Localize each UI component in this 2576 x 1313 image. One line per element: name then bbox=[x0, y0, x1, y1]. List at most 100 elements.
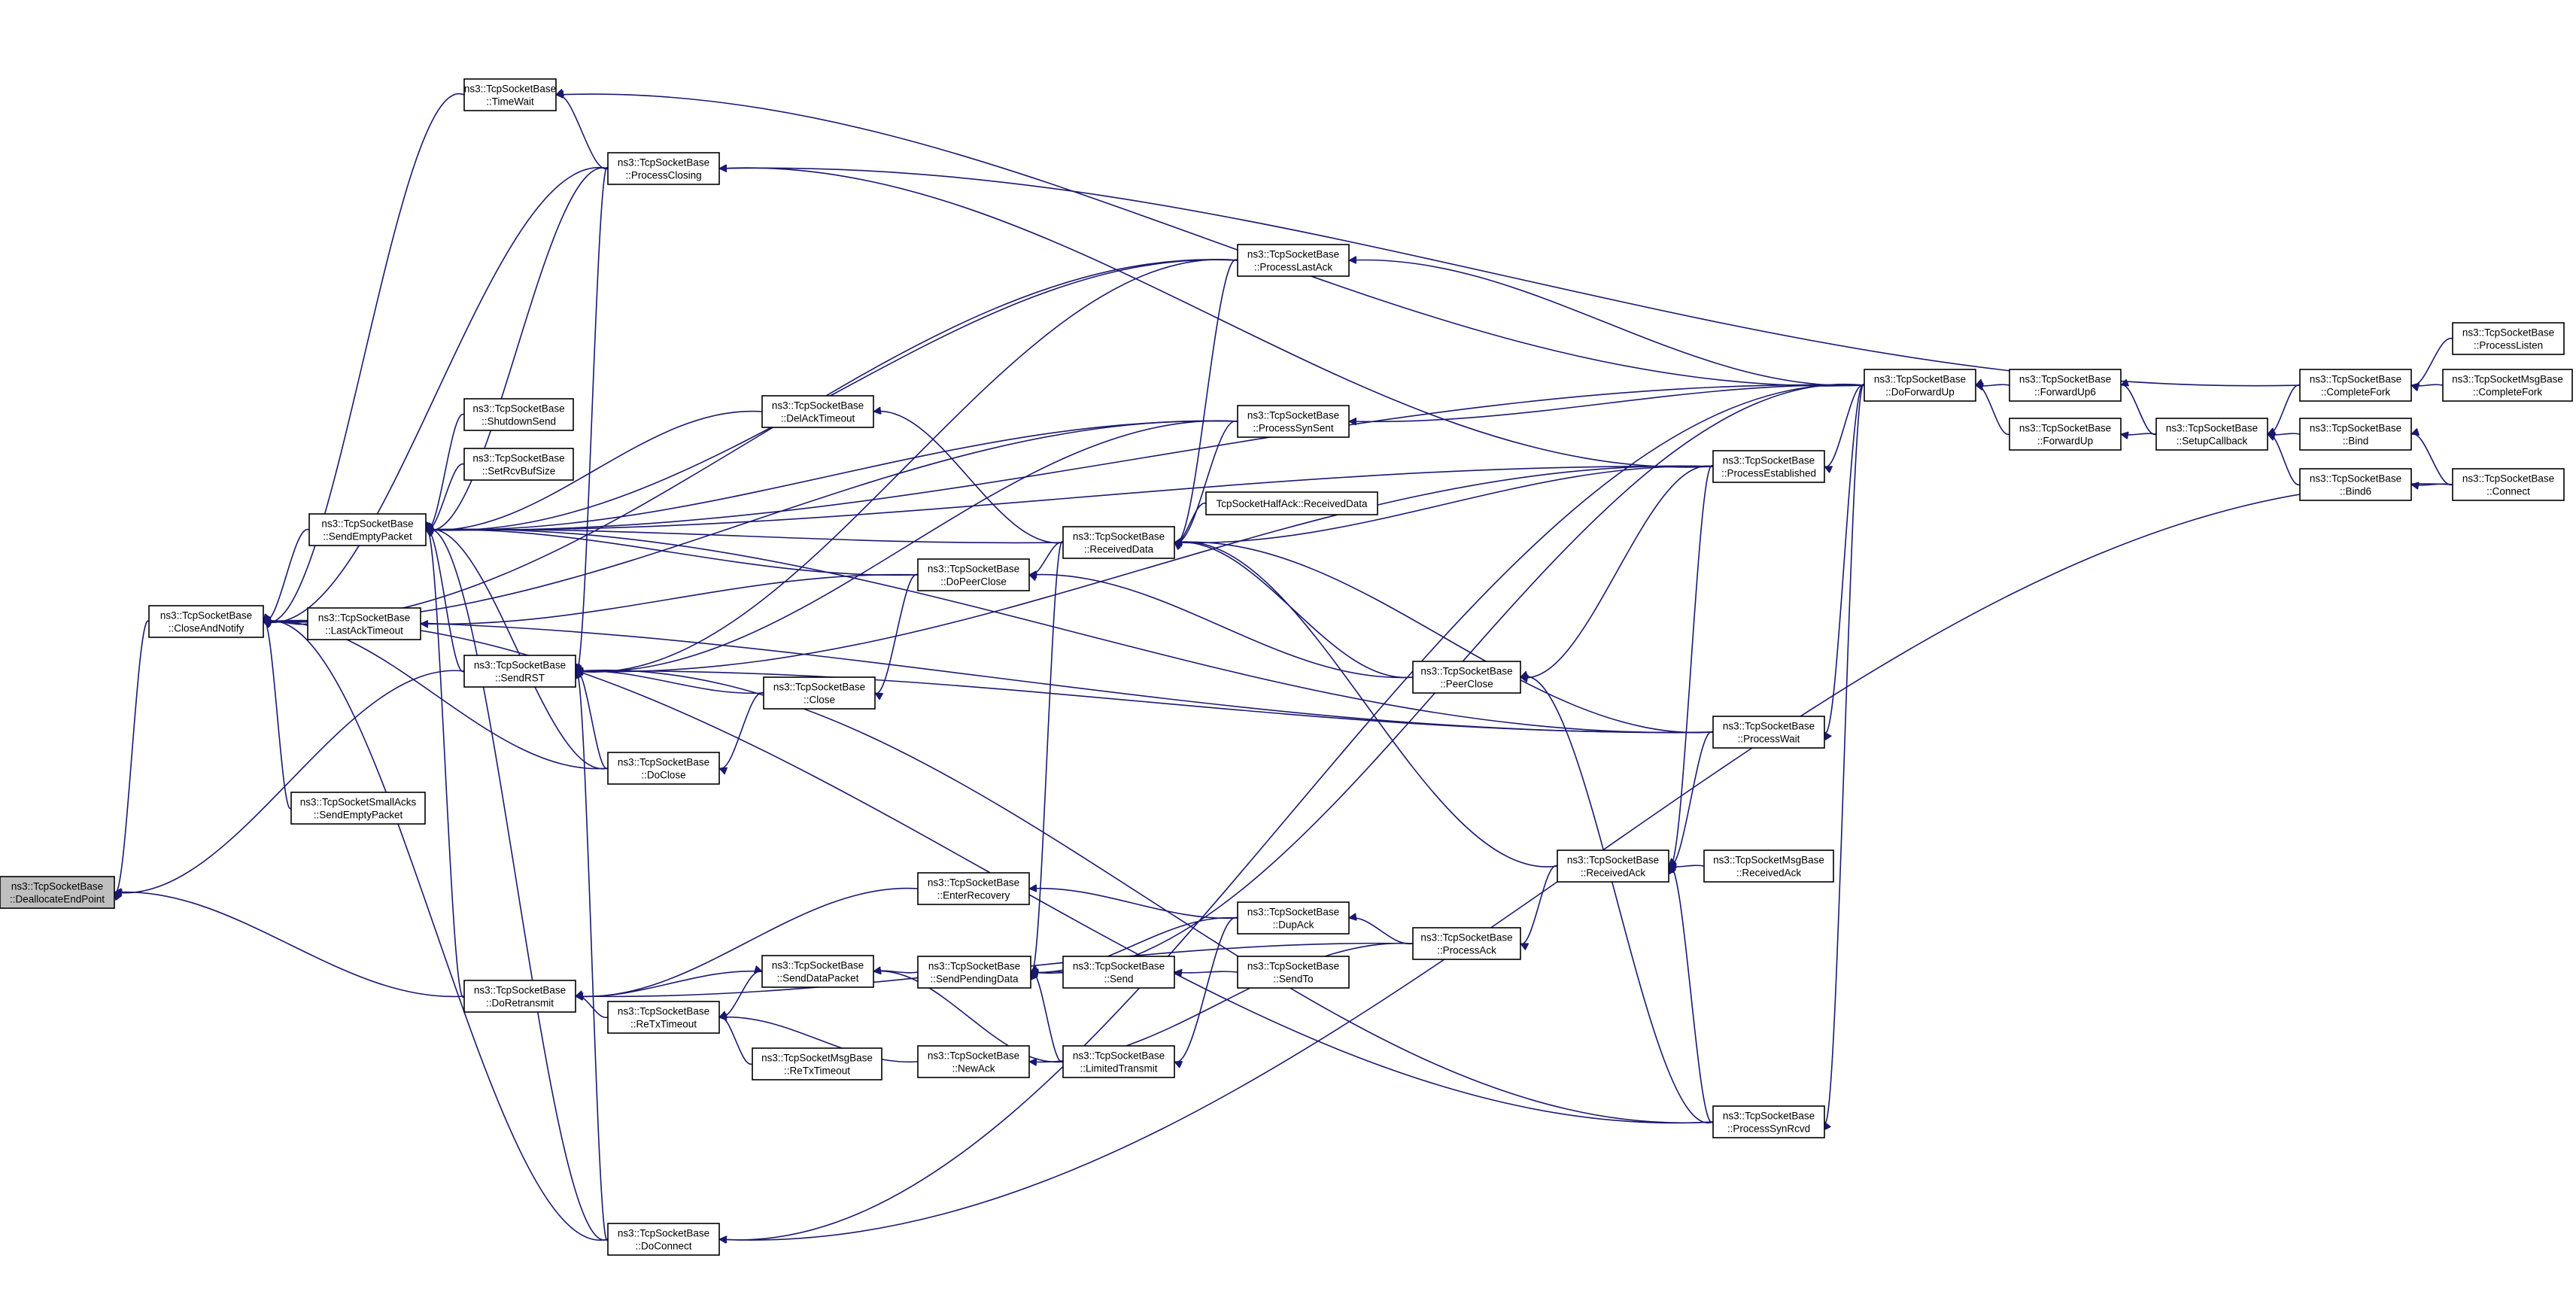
node-processClosing[interactable]: ns3::TcpSocketBase::ProcessClosing bbox=[607, 152, 720, 185]
node-box bbox=[2442, 369, 2573, 402]
node-receivedAck[interactable]: ns3::TcpSocketBase::ReceivedAck bbox=[1557, 849, 1669, 883]
node-box bbox=[917, 558, 1030, 591]
edge-processSynSent-to-receivedData bbox=[1174, 421, 1238, 543]
node-dealloc[interactable]: ns3::TcpSocketBase::DeallocateEndPoint bbox=[0, 876, 115, 909]
node-limitedTransmit[interactable]: ns3::TcpSocketBase::LimitedTransmit bbox=[1062, 1045, 1175, 1078]
node-peerClose[interactable]: ns3::TcpSocketBase::PeerClose bbox=[1412, 661, 1521, 694]
edge-processEstablished-to-processClosing bbox=[719, 168, 1714, 468]
edge-processEstablished-to-sendEmptyPacket bbox=[426, 465, 1714, 530]
edge-processClosing-to-timeWait bbox=[556, 95, 609, 169]
node-closeAndNotify[interactable]: ns3::TcpSocketBase::CloseAndNotify bbox=[148, 605, 264, 638]
node-class-label: ns3::TcpSocketBase bbox=[474, 985, 566, 996]
edge-connect-to-bind bbox=[2411, 434, 2453, 485]
node-layer: ns3::TcpSocketBase::DeallocateEndPointns… bbox=[0, 78, 2573, 1256]
node-newAck[interactable]: ns3::TcpSocketBase::NewAck bbox=[917, 1045, 1030, 1078]
node-class-label: ns3::TcpSocketBase bbox=[2019, 374, 2111, 385]
node-method-label: ::ShutdownSend bbox=[481, 416, 556, 427]
edge-peerClose-to-doPeerClose bbox=[1029, 575, 1414, 679]
node-class-label: ns3::TcpSocketBase bbox=[1874, 374, 1966, 385]
node-method-label: ::EnterRecovery bbox=[937, 890, 1010, 901]
node-processWait[interactable]: ns3::TcpSocketBase::ProcessWait bbox=[1712, 716, 1825, 749]
node-class-label: ns3::TcpSocketBase bbox=[2310, 473, 2401, 485]
node-reTxTimeout[interactable]: ns3::TcpSocketBase::ReTxTimeout bbox=[607, 1001, 720, 1034]
node-box bbox=[761, 395, 874, 428]
node-box bbox=[463, 78, 557, 111]
node-class-label: ns3::TcpSocketBase bbox=[321, 518, 413, 530]
node-forwardUp[interactable]: ns3::TcpSocketBase::ForwardUp bbox=[2009, 418, 2122, 451]
node-sendTo[interactable]: ns3::TcpSocketBase::SendTo bbox=[1237, 956, 1350, 989]
node-class-label: ns3::TcpSocketBase bbox=[474, 660, 566, 671]
node-doClose[interactable]: ns3::TcpSocketBase::DoClose bbox=[607, 752, 720, 785]
node-timeWait[interactable]: ns3::TcpSocketBase::TimeWait bbox=[463, 78, 557, 111]
node-method-label: ::SendRST bbox=[495, 673, 545, 684]
node-msgReceivedAck[interactable]: ns3::TcpSocketMsgBase::ReceivedAck bbox=[1703, 849, 1834, 883]
node-msgCompleteFork[interactable]: ns3::TcpSocketMsgBase::CompleteFork bbox=[2442, 369, 2573, 402]
edge-doPeerClose-to-lastAckTimeout bbox=[421, 573, 919, 625]
edge-limitedTransmit-to-sendPendingData bbox=[1031, 972, 1064, 1062]
node-connect[interactable]: ns3::TcpSocketBase::Connect bbox=[2452, 468, 2565, 501]
node-method-label: ::ReceivedData bbox=[1084, 544, 1154, 555]
node-box bbox=[1412, 661, 1521, 694]
node-box bbox=[607, 1001, 720, 1034]
node-halfAckReceivedData[interactable]: TcpSocketHalfAck::ReceivedData bbox=[1205, 491, 1378, 515]
node-enterRecovery[interactable]: ns3::TcpSocketBase::EnterRecovery bbox=[917, 872, 1030, 905]
node-box bbox=[1062, 1045, 1175, 1078]
node-method-label: ::ReTxTimeout bbox=[630, 1019, 697, 1030]
node-processSynSent[interactable]: ns3::TcpSocketBase::ProcessSynSent bbox=[1237, 405, 1350, 438]
node-forwardUp6[interactable]: ns3::TcpSocketBase::ForwardUp6 bbox=[2009, 369, 2122, 402]
node-sendDataPacket[interactable]: ns3::TcpSocketBase::SendDataPacket bbox=[761, 955, 874, 988]
edge-processSynRcvd-to-closeAndNotify bbox=[263, 621, 1714, 1124]
node-class-label: ns3::TcpSocketBase bbox=[1420, 666, 1512, 677]
node-processAck[interactable]: ns3::TcpSocketBase::ProcessAck bbox=[1412, 927, 1521, 960]
node-setupCallback[interactable]: ns3::TcpSocketBase::SetupCallback bbox=[2155, 418, 2268, 451]
node-class-label: ns3::TcpSocketBase bbox=[618, 157, 709, 169]
edge-sendRST-to-sendEmptyPacket bbox=[426, 529, 465, 672]
node-sendPendingData[interactable]: ns3::TcpSocketBase::SendPendingData bbox=[917, 956, 1031, 989]
node-sendEmptyPacket[interactable]: ns3::TcpSocketBase::SendEmptyPacket bbox=[308, 513, 427, 546]
node-doRetransmit[interactable]: ns3::TcpSocketBase::DoRetransmit bbox=[463, 980, 576, 1013]
edge-msgCompleteFork-to-completeFork bbox=[2411, 384, 2444, 386]
node-send[interactable]: ns3::TcpSocketBase::Send bbox=[1062, 956, 1175, 989]
node-receivedData[interactable]: ns3::TcpSocketBase::ReceivedData bbox=[1062, 526, 1175, 559]
node-box bbox=[1557, 849, 1669, 883]
edge-completeFork-to-processClosing bbox=[719, 168, 2301, 387]
node-processSynRcvd[interactable]: ns3::TcpSocketBase::ProcessSynRcvd bbox=[1712, 1105, 1825, 1138]
node-class-label: ns3::TcpSocketBase bbox=[928, 961, 1020, 972]
node-shutdownSend[interactable]: ns3::TcpSocketBase::ShutdownSend bbox=[463, 398, 574, 431]
node-method-label: ::DoRetransmit bbox=[486, 998, 554, 1009]
node-setRcvBufSize[interactable]: ns3::TcpSocketBase::SetRcvBufSize bbox=[463, 448, 574, 481]
edge-processSynSent-to-sendRST bbox=[576, 420, 1238, 672]
node-box bbox=[1412, 927, 1521, 960]
node-doPeerClose[interactable]: ns3::TcpSocketBase::DoPeerClose bbox=[917, 558, 1030, 591]
node-completeFork[interactable]: ns3::TcpSocketBase::CompleteFork bbox=[2299, 369, 2412, 402]
edge-halfAckReceivedData-to-receivedData bbox=[1174, 503, 1207, 543]
node-doConnect[interactable]: ns3::TcpSocketBase::DoConnect bbox=[607, 1223, 720, 1256]
edge-processClosing-to-sendEmptyPacket bbox=[426, 167, 609, 530]
node-msgReTxTimeout[interactable]: ns3::TcpSocketMsgBase::ReTxTimeout bbox=[752, 1047, 882, 1080]
edge-connect-to-bind6 bbox=[2411, 484, 2453, 485]
node-delAckTimeout[interactable]: ns3::TcpSocketBase::DelAckTimeout bbox=[761, 395, 874, 428]
node-bind[interactable]: ns3::TcpSocketBase::Bind bbox=[2299, 418, 2412, 451]
edge-doPeerClose-to-sendEmptyPacket bbox=[426, 530, 919, 576]
node-close[interactable]: ns3::TcpSocketBase::Close bbox=[763, 676, 876, 710]
node-bind6[interactable]: ns3::TcpSocketBase::Bind6 bbox=[2299, 468, 2412, 501]
node-processEstablished[interactable]: ns3::TcpSocketBase::ProcessEstablished bbox=[1712, 450, 1825, 483]
edge-doClose-to-closeAndNotify bbox=[263, 621, 609, 770]
node-class-label: ns3::TcpSocketBase bbox=[1247, 907, 1339, 918]
edge-doConnect-to-closeAndNotify bbox=[263, 621, 609, 1241]
node-method-label: ::ForwardUp bbox=[2037, 436, 2093, 447]
node-processLastAck[interactable]: ns3::TcpSocketBase::ProcessLastAck bbox=[1237, 244, 1350, 277]
node-method-label: ::ProcessClosing bbox=[625, 170, 701, 181]
node-lastAckTimeout[interactable]: ns3::TcpSocketBase::LastAckTimeout bbox=[307, 607, 421, 640]
node-box bbox=[2299, 468, 2412, 501]
node-dupAck[interactable]: ns3::TcpSocketBase::DupAck bbox=[1237, 901, 1350, 935]
edge-doForwardUp-to-processWait bbox=[1824, 384, 1865, 733]
node-sendRST[interactable]: ns3::TcpSocketBase::SendRST bbox=[463, 655, 576, 688]
node-method-label: ::DoForwardUp bbox=[1885, 387, 1955, 398]
node-doForwardUp[interactable]: ns3::TcpSocketBase::DoForwardUp bbox=[1864, 369, 1976, 402]
node-method-label: ::ProcessSynSent bbox=[1253, 423, 1334, 434]
node-class-label: ns3::TcpSocketBase bbox=[618, 757, 709, 768]
edge-processSynRcvd-to-receivedAck bbox=[1669, 865, 1714, 1123]
node-processListen[interactable]: ns3::TcpSocketBase::ProcessListen bbox=[2452, 322, 2565, 355]
node-smallAcksSendEmpty[interactable]: ns3::TcpSocketSmallAcks::SendEmptyPacket bbox=[290, 792, 426, 825]
